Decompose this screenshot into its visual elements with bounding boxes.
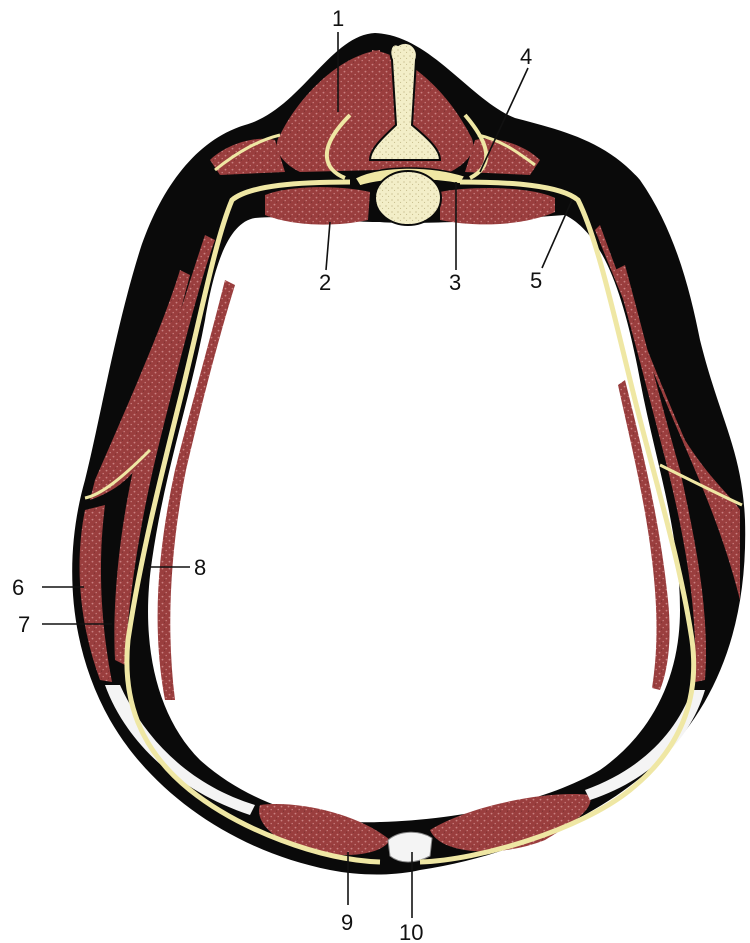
label-1: 1 [332,6,344,31]
label-7: 7 [18,612,30,637]
linea-alba [388,832,432,862]
label-4: 4 [520,44,532,69]
label-3: 3 [449,270,461,295]
label-8: 8 [194,555,206,580]
label-5: 5 [530,268,542,293]
label-10: 10 [399,920,423,943]
vertebra-body [375,171,441,225]
label-6: 6 [12,575,24,600]
label-2: 2 [319,270,331,295]
muscle-hypaxial-left [265,187,370,225]
label-9: 9 [341,910,353,935]
